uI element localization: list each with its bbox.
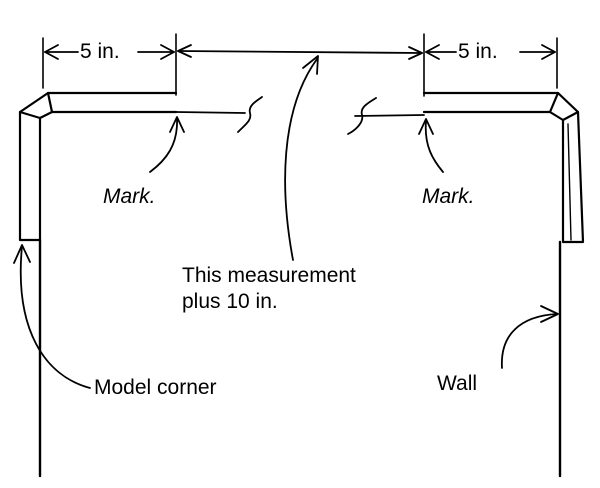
arrowhead [408, 46, 423, 60]
model-corner-label: Model corner [94, 376, 217, 399]
arrowhead [160, 44, 175, 60]
measurement-label-line2: plus 10 in. [182, 290, 278, 313]
leader-mark-left [149, 116, 185, 173]
wall-label: Wall [437, 372, 478, 395]
arrowhead [177, 44, 192, 58]
mark-right-label: Mark. [422, 185, 475, 208]
arrowhead [541, 44, 556, 60]
leader-mark-right [418, 118, 444, 173]
dimension-right-label: 5 in. [458, 40, 498, 63]
wall-top-left [175, 96, 263, 133]
leader-model-corner [13, 244, 91, 389]
model-corner-left [18, 91, 178, 242]
dimension-left-label: 5 in. [80, 40, 120, 63]
leader-wall [501, 305, 559, 369]
wall-top-right [347, 97, 425, 135]
arrowhead [44, 44, 59, 60]
dimension-extension-lines [42, 33, 558, 97]
mark-left-label: Mark. [103, 185, 156, 208]
arrowhead [425, 44, 440, 60]
measurement-label-line1: This measurement [182, 264, 356, 287]
dimension-lines [44, 44, 556, 60]
model-corner-right [422, 91, 585, 244]
leader-measurement [284, 55, 319, 261]
